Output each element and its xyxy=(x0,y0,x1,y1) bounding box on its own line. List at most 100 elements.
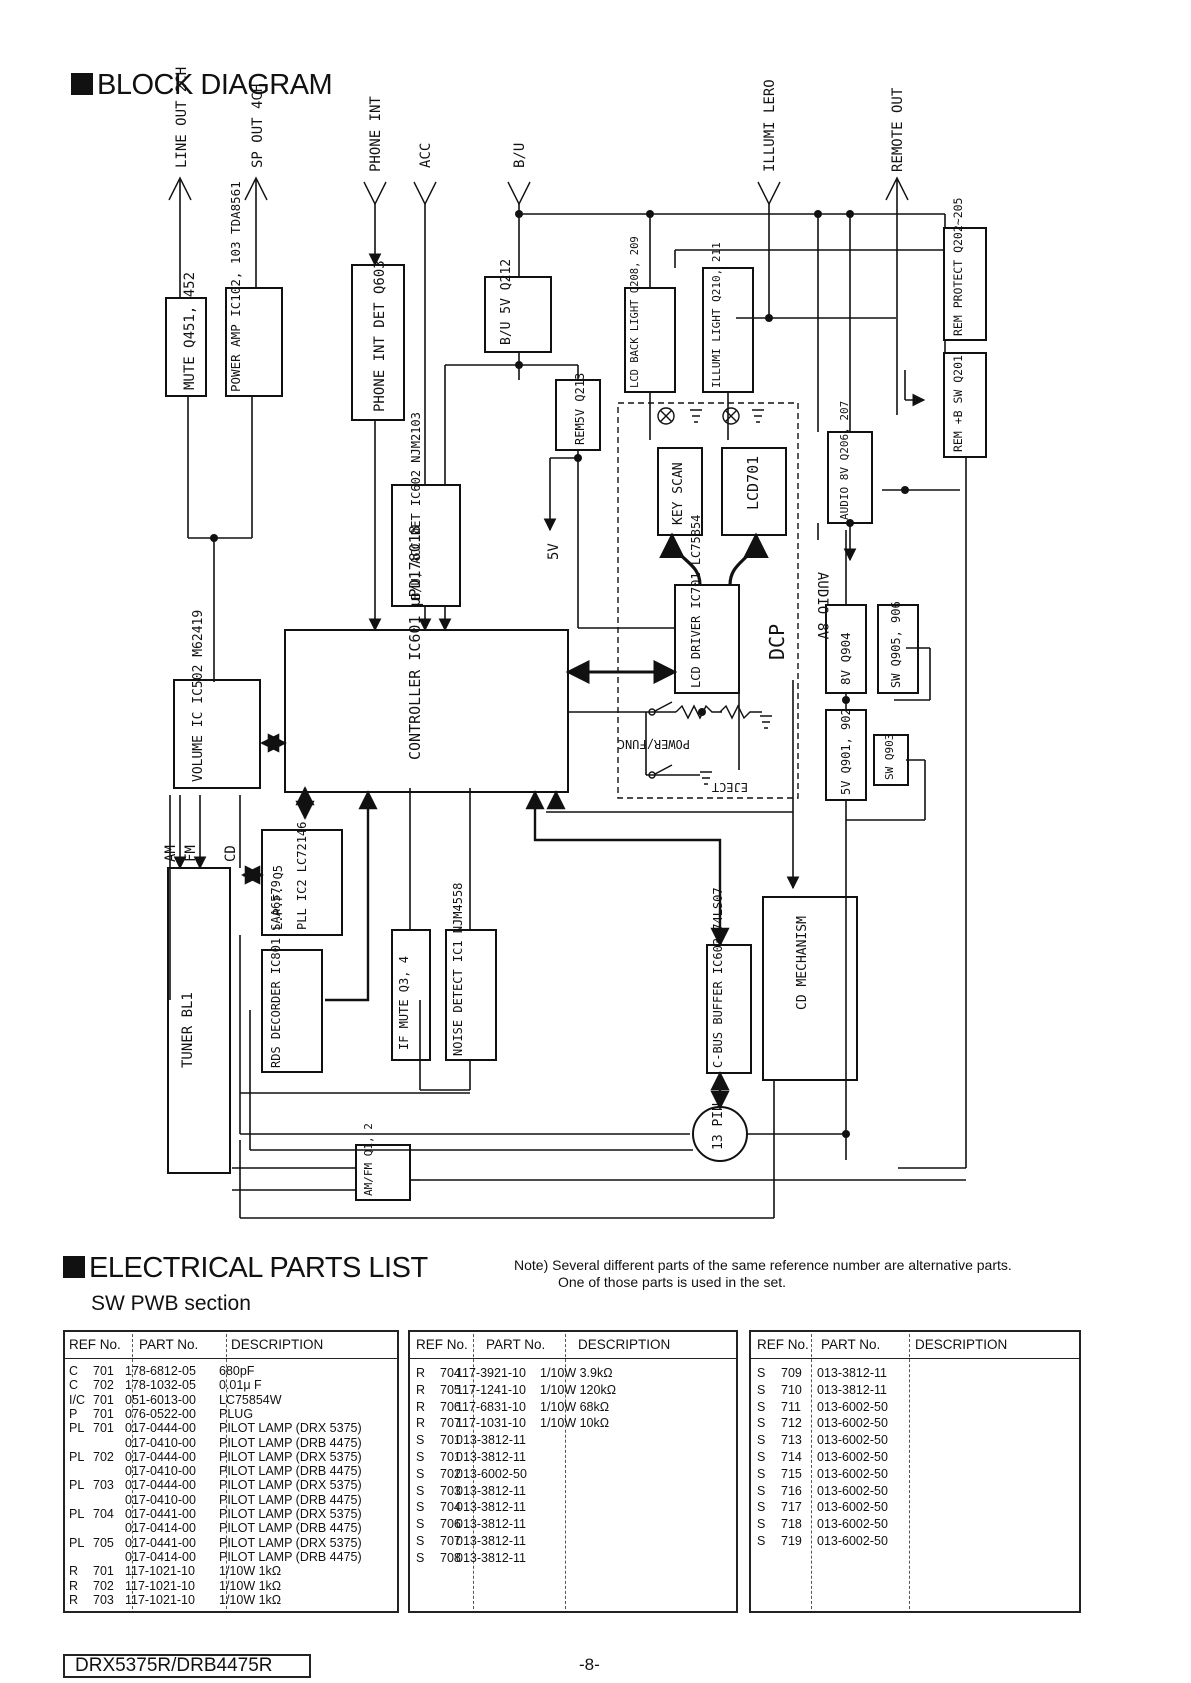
part-number: 178-6812-05 xyxy=(125,1364,196,1378)
part-number: 013-6002-50 xyxy=(817,1433,888,1448)
block-volume: VOLUME IC IC502 M62419 xyxy=(191,610,206,782)
junction-dots xyxy=(210,210,909,1138)
part-number: 017-0410-00 xyxy=(125,1492,196,1507)
column-divider xyxy=(811,1334,812,1609)
label-phone-int: PHONE INT xyxy=(368,96,384,172)
label-line-out: LINE OUT 2CH xyxy=(174,67,190,168)
ref-number: 707 xyxy=(440,1534,461,1548)
part-number: 013-6002-50 xyxy=(817,1466,888,1481)
ref-number: 703 xyxy=(93,1592,114,1607)
ref-number: 705 xyxy=(93,1535,114,1550)
ref-type: R xyxy=(69,1592,79,1607)
label-audio8v: AUDIO 8V xyxy=(814,572,830,640)
ref-number: 702 xyxy=(93,1378,114,1393)
description: 1/10W 3.9kΩ xyxy=(540,1366,613,1380)
ref-type: S xyxy=(416,1483,425,1498)
ref-type: S xyxy=(416,1534,425,1548)
description: PILOT LAMP (DRX 5375) xyxy=(219,1478,362,1493)
ref-number: 701 xyxy=(440,1433,461,1448)
part-number: 013-3812-11 xyxy=(456,1500,526,1515)
part-number: 013-3812-11 xyxy=(456,1550,526,1565)
model-number: DRX5375R/DRB4475R xyxy=(63,1654,311,1678)
ref-type: PL xyxy=(69,1478,85,1493)
block-lcd-back: LCD BACK LIGHT Q208, 209 xyxy=(629,236,641,388)
label-acc: ACC xyxy=(418,143,434,168)
block-if-mute: IF MUTE Q3, 4 xyxy=(397,956,411,1050)
description: PILOT LAMP (DRB 4475) xyxy=(219,1492,362,1507)
part-number: 013-6002-50 xyxy=(817,1450,888,1464)
block-phone-det: PHONE INT DET Q603 xyxy=(372,260,388,412)
ref-type: R xyxy=(69,1578,79,1593)
block-dcp: DCP xyxy=(765,624,789,660)
block-power-func: POWER/FUNC xyxy=(618,737,690,751)
dcp-boundary xyxy=(617,402,799,799)
terminal-arrows xyxy=(168,176,909,206)
ref-type: S xyxy=(416,1550,425,1565)
part-number: 017-0414-00 xyxy=(125,1549,196,1564)
ground-icon xyxy=(690,409,772,785)
header-ref: REF No. xyxy=(416,1337,468,1352)
description: PILOT LAMP (DRB 4475) xyxy=(219,1464,362,1479)
column-divider xyxy=(132,1334,133,1609)
ref-type: I/C xyxy=(69,1392,85,1407)
ref-number: 704 xyxy=(440,1366,461,1380)
switch-icon xyxy=(648,701,762,779)
ref-type: P xyxy=(69,1406,78,1421)
ref-number: 704 xyxy=(440,1500,461,1515)
ref-type: S xyxy=(416,1433,425,1448)
table-header: REF No. PART No. DESCRIPTION xyxy=(410,1332,736,1359)
ref-number: 707 xyxy=(440,1416,461,1431)
page-number: -8- xyxy=(579,1655,600,1674)
part-number: 013-3812-11 xyxy=(456,1450,526,1464)
part-number: 178-1032-05 xyxy=(125,1378,196,1393)
ref-number: 705 xyxy=(440,1382,461,1397)
note-line-2: One of those parts is used in the set. xyxy=(558,1274,787,1290)
ref-number: 710 xyxy=(781,1382,802,1397)
part-number: 017-0414-00 xyxy=(125,1521,196,1536)
block-noise: NOISE DETECT IC1 NJM4558 xyxy=(451,883,465,1056)
block-sw903: SW Q903 xyxy=(883,734,896,780)
part-number: 117-1021-10 xyxy=(125,1564,195,1579)
block-13pin: 13 PIN xyxy=(711,1103,726,1150)
ref-number: 701 xyxy=(440,1450,461,1464)
ref-number: 718 xyxy=(781,1517,802,1532)
ref-type: S xyxy=(757,1534,766,1548)
ref-number: 714 xyxy=(781,1450,802,1464)
diagram-labels: LINE OUT 2CH SP OUT 4CH PHONE INT ACC B/… xyxy=(163,67,965,1196)
description: PILOT LAMP (DRX 5375) xyxy=(219,1507,362,1521)
ref-number: 702 xyxy=(93,1449,114,1464)
header-part: PART No. xyxy=(821,1337,881,1352)
block-amfm: AM/FM Q1, 2 xyxy=(362,1123,375,1196)
ref-number: 719 xyxy=(781,1534,802,1548)
block-acc-det: B/U, ACC DET IC602 NJM2103 xyxy=(409,412,423,600)
block-5v: 5V Q901, 902 xyxy=(839,708,853,795)
header-ref: REF No. xyxy=(757,1337,809,1352)
header-part: PART No. xyxy=(486,1337,546,1352)
part-number: 117-1031-10 xyxy=(456,1416,526,1431)
part-number: 117-1241-10 xyxy=(456,1382,526,1397)
part-number: 017-0444-00 xyxy=(125,1449,196,1464)
column-divider xyxy=(473,1334,474,1609)
ref-number: 703 xyxy=(440,1483,461,1498)
parts-note: Note) Several different parts of the sam… xyxy=(514,1257,1012,1291)
description: PLUG xyxy=(219,1406,254,1421)
ref-type: S xyxy=(416,1466,425,1481)
table-header: REF No. PART No. DESCRIPTION xyxy=(65,1332,397,1359)
